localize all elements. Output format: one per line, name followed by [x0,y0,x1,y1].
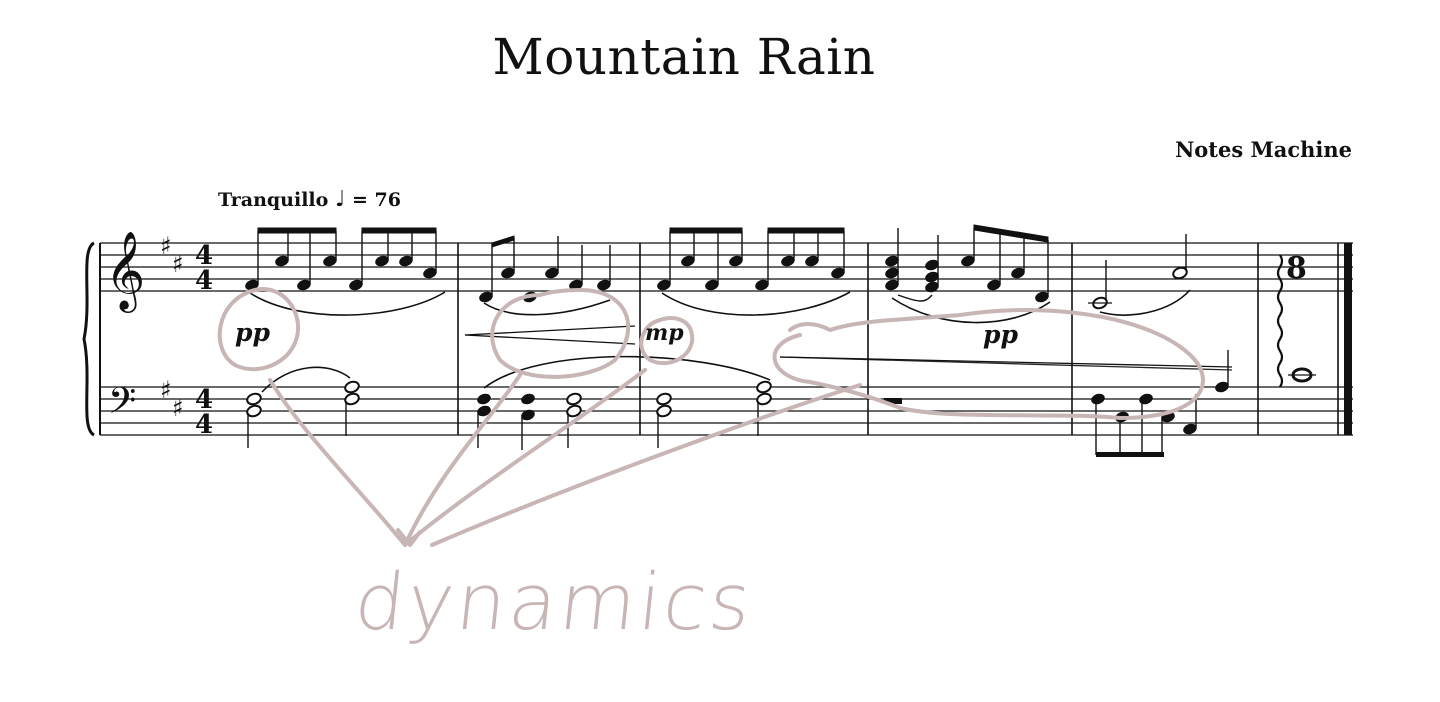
slur [661,291,851,316]
slur [249,291,446,316]
handwritten-annotation [217,287,1205,547]
quarter-note-icon: ♩ [334,187,346,212]
tempo-text: Tranquillo [218,189,329,211]
dynamic-mp: mp [645,320,684,346]
whole-rest-icon [884,398,902,404]
bass-clef-icon: 𝄢 [108,380,136,431]
treble-notes-m3 [657,227,845,291]
treble-clef-icon: 𝄞 [105,231,145,313]
sharp-icon: ♯ [160,376,172,404]
slur [483,299,611,316]
sharp-icon: ♯ [172,250,184,278]
brace-icon [82,241,95,437]
tempo-marking: Tranquillo ♩ = 76 [218,187,401,212]
bass-notes [246,350,1229,457]
slur [483,355,771,389]
sharp-icon: ♯ [172,394,184,422]
tempo-value: = 76 [351,189,401,211]
time-sig-top: 4 [195,241,213,271]
treble-notes-m1 [245,227,437,291]
hairpins [464,325,1233,371]
treble-notes-m4 [885,224,1049,303]
dynamic-pp-2: pp [983,320,1018,349]
final-barline [1344,243,1352,435]
time-signature: 4 4 4 4 [195,241,213,440]
handwritten-label: dynamics [350,558,758,648]
time-sig-top: 4 [195,385,213,415]
arpeggio-icon [1276,254,1284,388]
score-title: Mountain Rain [492,28,876,86]
sharp-icon: ♯ [160,232,172,260]
dynamic-pp-1: pp [235,318,270,347]
time-sig-bottom: 4 [195,410,213,440]
multi-measure-number: 8 [1286,251,1307,286]
key-signature: ♯ ♯ ♯ ♯ [160,232,184,422]
treble-notes-m5 [1088,234,1188,310]
tie [897,294,933,302]
bass-staff [100,386,1353,436]
treble-staff [100,242,1353,292]
composer-name: Notes Machine [1175,137,1352,162]
treble-notes-m2 [479,235,611,303]
time-sig-bottom: 4 [195,266,213,296]
slur [1099,289,1191,316]
